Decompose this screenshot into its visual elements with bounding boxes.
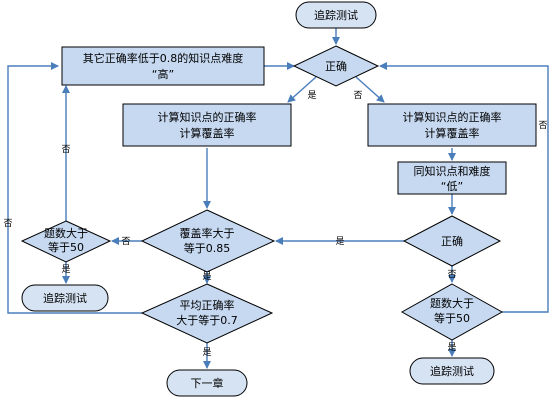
next-chapter-terminal: 下一章 (166, 369, 248, 397)
coverage-line2: 等于0.85 (184, 241, 231, 255)
trace-left-label: 追踪测试 (43, 291, 87, 305)
edge-correct-no (355, 76, 385, 103)
trace-left-terminal: 追踪测试 (21, 284, 109, 312)
label-countleft-yes: 是 (61, 264, 70, 275)
same-low-line1: 同知识点和难度 (414, 164, 491, 178)
label-top-yes: 是 (307, 90, 316, 101)
start-label: 追踪测试 (314, 8, 358, 22)
raise-difficulty-box: 其它正确率低于0.8的知识点难度 “高” (61, 46, 265, 86)
compute-left-line1: 计算知识点的正确率 (158, 110, 257, 124)
trace-right-label: 追踪测试 (430, 364, 474, 378)
count-left-line1: 题数大于 (44, 226, 88, 240)
correct-decision-right: 正确 (402, 215, 502, 267)
label-correctright-yes: 是 (335, 236, 344, 247)
avg-decision: 平均正确率 大于等于0.7 (140, 283, 274, 344)
compute-left-line2: 计算覆盖率 (180, 126, 235, 140)
start-terminal: 追踪测试 (295, 1, 377, 29)
raise-difficulty-line1: 其它正确率低于0.8的知识点难度 (83, 51, 244, 65)
compute-right-line1: 计算知识点的正确率 (403, 110, 502, 124)
raise-difficulty-line2: “高” (152, 67, 174, 81)
compute-right-box: 计算知识点的正确率 计算覆盖率 (367, 103, 537, 147)
avg-line1: 平均正确率 (180, 298, 235, 312)
same-low-line2: “低” (441, 180, 463, 193)
edge-labels: 是 否 否 否 否 是 否 否 是 是 是 是 (3, 90, 547, 358)
count-right-line2: 等于50 (434, 311, 470, 325)
next-chapter-label: 下一章 (191, 376, 224, 390)
same-low-box: 同知识点和难度 “低” (397, 161, 507, 195)
edges (7, 28, 549, 369)
correct-top-label: 正确 (325, 60, 347, 73)
count-decision-right: 题数大于 等于50 (400, 283, 504, 341)
coverage-decision: 覆盖率大于 等于0.85 (140, 209, 276, 273)
edge-correct-yes (287, 76, 317, 103)
count-right-line1: 题数大于 (430, 296, 474, 310)
count-left-line2: 等于50 (48, 240, 84, 254)
correct-right-label: 正确 (441, 235, 463, 248)
correct-decision-top: 正确 (292, 45, 380, 87)
label-coverage-yes: 是 (202, 271, 211, 282)
edge-countright-no-loop (379, 62, 549, 313)
label-avg-yes: 是 (202, 347, 211, 358)
label-correctright-no: 否 (447, 269, 456, 280)
label-coverage-no: 否 (121, 236, 130, 247)
compute-right-line2: 计算覆盖率 (425, 126, 480, 140)
label-top-no: 否 (353, 90, 362, 101)
label-left-loop-no: 否 (61, 144, 70, 155)
count-decision-left: 题数大于 等于50 (20, 220, 112, 263)
label-right-loop-no: 否 (538, 120, 547, 131)
edge-avg-no-loop (7, 62, 142, 314)
avg-line2: 大于等于0.7 (176, 313, 238, 327)
coverage-line1: 覆盖率大于 (180, 226, 235, 240)
label-countright-yes: 是 (447, 342, 456, 353)
trace-right-terminal: 追踪测试 (409, 357, 495, 385)
label-far-left-no: 否 (3, 218, 12, 229)
compute-left-box: 计算知识点的正确率 计算覆盖率 (122, 103, 292, 147)
